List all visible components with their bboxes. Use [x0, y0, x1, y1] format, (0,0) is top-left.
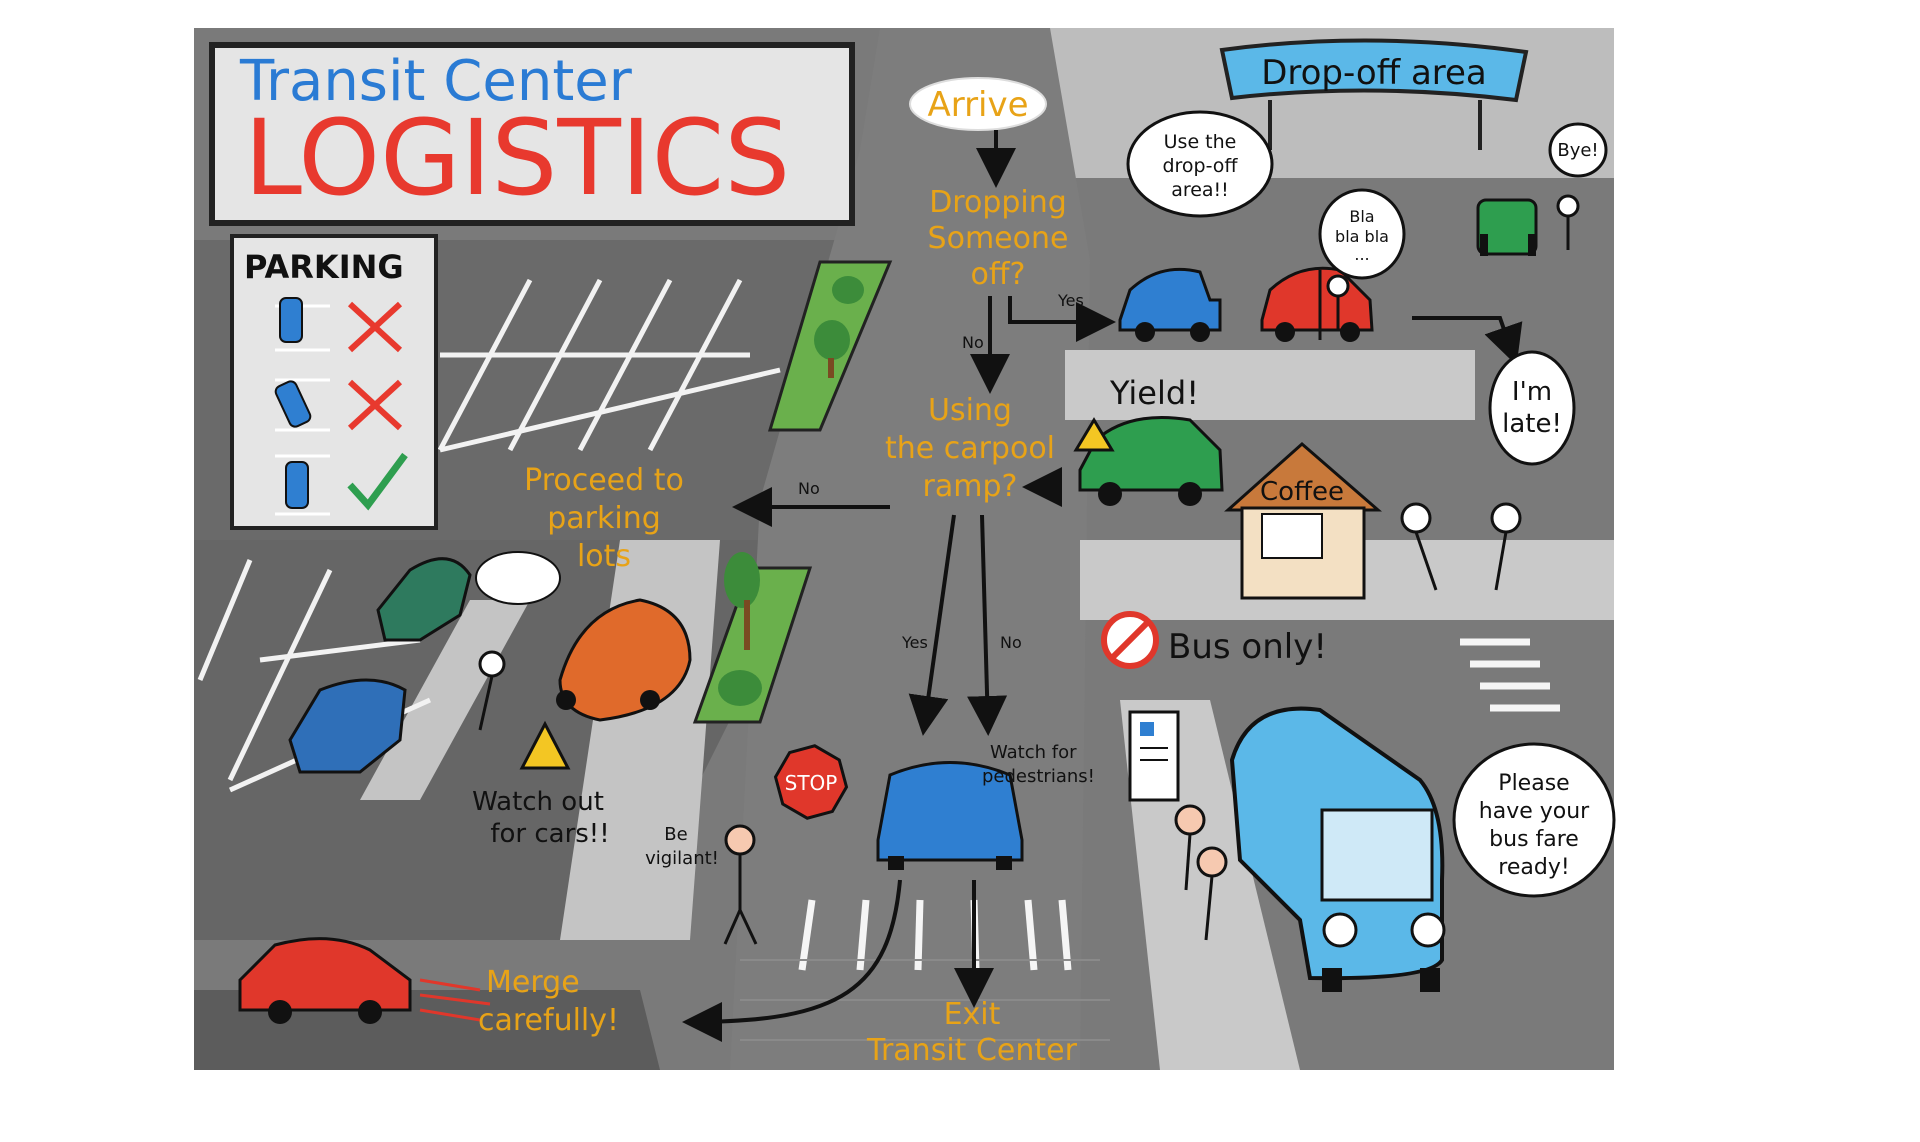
legend-row-1	[275, 297, 403, 353]
thought-cloud	[475, 551, 561, 605]
svg-text:area!!: area!!	[1171, 179, 1229, 201]
flow-question-dropping: Dropping Someone off?	[928, 185, 1069, 292]
svg-text:Transit Center: Transit Center	[866, 1033, 1078, 1068]
svg-text:Bla: Bla	[1349, 207, 1374, 226]
title-line-1: Transit Center	[239, 49, 633, 114]
svg-text:Watch for: Watch for	[990, 742, 1077, 763]
note-watch-pedestrians: Watch for pedestrians!	[982, 742, 1095, 787]
svg-text:Merge: Merge	[486, 965, 580, 1000]
dropoff-island	[1065, 350, 1475, 420]
bubble-blablabla: Bla bla bla ...	[1318, 188, 1406, 280]
checkmark-icon	[347, 452, 408, 511]
svg-text:bla bla: bla bla	[1335, 227, 1389, 246]
svg-text:the carpool: the carpool	[885, 431, 1055, 466]
svg-text:Someone: Someone	[928, 221, 1069, 256]
bubble-bus-fare: Please have your bus fare ready!	[1452, 742, 1616, 898]
svg-text:bus fare: bus fare	[1489, 827, 1579, 852]
bus-stop-sign	[1128, 710, 1180, 802]
svg-text:lots: lots	[577, 539, 631, 574]
car-green-parking	[376, 557, 472, 642]
yes-label: Yes	[1057, 291, 1084, 310]
svg-text:ramp?: ramp?	[923, 469, 1018, 504]
bus-only-sign: Bus only!	[1101, 611, 1327, 669]
car-red-merge	[238, 937, 412, 1024]
svg-text:parking: parking	[547, 501, 661, 536]
svg-text:Please: Please	[1498, 771, 1569, 796]
arrive-label: Arrive	[927, 85, 1028, 125]
warning-icon	[1073, 417, 1115, 452]
svg-text:Dropping: Dropping	[929, 185, 1067, 220]
svg-text:...: ...	[1354, 245, 1369, 264]
bubble-bye: Bye!	[1548, 122, 1608, 178]
svg-text:have your: have your	[1479, 799, 1590, 824]
svg-text:ready!: ready!	[1498, 855, 1569, 880]
title-line-2: LOGISTICS	[244, 97, 790, 219]
stop-sign: STOP	[773, 744, 849, 820]
legend-row-3	[275, 452, 408, 516]
svg-text:pedestrians!: pedestrians!	[982, 766, 1095, 787]
svg-text:Bye!: Bye!	[1557, 140, 1598, 161]
svg-text:Using: Using	[928, 393, 1012, 428]
yield-sign: Yield!	[1073, 374, 1199, 452]
title-board: Transit Center LOGISTICS	[209, 42, 855, 226]
svg-text:drop-off: drop-off	[1162, 155, 1238, 177]
car-icon	[274, 380, 312, 428]
speed-lines	[419, 978, 491, 1022]
bubble-im-late: I'm late!	[1488, 350, 1576, 466]
yield-text: Yield!	[1109, 374, 1199, 412]
tree-icon	[718, 276, 864, 706]
car-green-yield	[1078, 416, 1224, 506]
legend-row-2	[274, 378, 403, 432]
crosswalk-right	[1460, 638, 1560, 712]
dropoff-banner-text: Drop-off area	[1261, 53, 1487, 93]
warning-sign-parking	[519, 720, 571, 770]
note-merge: Merge carefully!	[478, 965, 619, 1038]
note-be-vigilant: Be vigilant!	[645, 824, 719, 869]
parking-legend: PARKING	[230, 234, 438, 530]
pedestrian-figures	[478, 194, 1580, 945]
road-texture	[740, 959, 1110, 1041]
x-mark-icon	[347, 301, 403, 353]
svg-text:for cars!!: for cars!!	[490, 819, 609, 849]
car-blue-parking	[288, 678, 407, 774]
warning-icon	[519, 720, 571, 770]
car-blue-exit	[876, 761, 1024, 870]
car-orange-parking	[556, 598, 692, 722]
svg-text:off?: off?	[971, 257, 1026, 292]
flow-question-carpool: Using the carpool ramp?	[885, 393, 1055, 504]
stop-text: STOP	[785, 771, 838, 795]
parking-walkway	[360, 600, 530, 800]
coffee-kiosk: Coffee	[1224, 442, 1383, 600]
arrive-node: Arrive	[909, 77, 1047, 131]
bubble-use-dropoff: Use the drop-off area!!	[1126, 110, 1274, 218]
bus-only-text: Bus only!	[1168, 627, 1327, 667]
coffee-sign-text: Coffee	[1260, 477, 1344, 507]
parking-legend-heading: PARKING	[244, 248, 404, 286]
no-label: No	[962, 333, 984, 352]
svg-text:vigilant!: vigilant!	[645, 848, 719, 869]
note-watch-cars: Watch out for cars!!	[472, 787, 610, 849]
svg-text:I'm: I'm	[1512, 377, 1552, 407]
car-green-parked	[1476, 198, 1538, 256]
flow-proceed-parking: Proceed to parking lots	[524, 463, 684, 574]
flow-exit: Exit Transit Center	[866, 997, 1078, 1068]
car-icon	[279, 297, 303, 343]
bus	[1229, 706, 1446, 992]
x-mark-icon	[347, 379, 403, 431]
svg-text:Be: Be	[664, 824, 687, 845]
car-blue-dropoff	[1118, 267, 1222, 342]
svg-text:Exit: Exit	[944, 997, 1001, 1032]
no-label: No	[1000, 633, 1022, 652]
svg-text:carefully!: carefully!	[478, 1003, 619, 1038]
dropoff-banner: Drop-off area	[1219, 38, 1529, 150]
car-icon	[285, 461, 309, 509]
svg-text:Use the: Use the	[1164, 131, 1237, 153]
no-label: No	[798, 479, 820, 498]
flow-arrows	[682, 130, 1523, 1042]
svg-text:Proceed to: Proceed to	[524, 463, 684, 498]
yes-label: Yes	[901, 633, 928, 652]
svg-text:Watch out: Watch out	[472, 787, 604, 817]
svg-text:late!: late!	[1502, 409, 1562, 439]
